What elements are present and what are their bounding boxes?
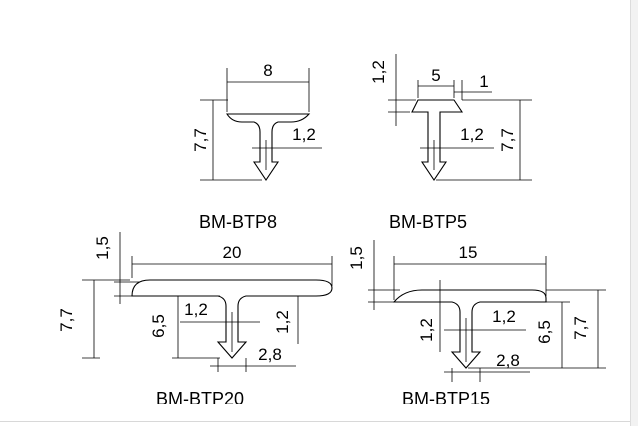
btp5-stem-label: 1,2 xyxy=(460,125,484,144)
btp8-stem-label: 1,2 xyxy=(292,125,316,144)
btp5-width-label: 5 xyxy=(431,66,440,85)
btp5-outline xyxy=(411,99,464,181)
profile-btp20: 20 1,5 7,7 6,5 1,2 1,2 2,8 BM-BTP20 xyxy=(57,232,333,409)
btp5-lip-label: 1 xyxy=(479,72,488,91)
btp15-foot-label: 2,8 xyxy=(496,351,520,370)
btp5-head-label: 1,2 xyxy=(369,60,388,84)
btp15-stem-height-label: 6,5 xyxy=(535,320,554,344)
btp15-left-label: 1,2 xyxy=(417,318,436,342)
btp20-stem-label: 1,2 xyxy=(184,300,208,319)
profile-btp5: 5 1 1,2 7,7 1,2 BM-BTP5 xyxy=(369,54,532,232)
btp15-height-label: 7,7 xyxy=(571,316,590,340)
btp20-outline xyxy=(131,279,333,359)
btp15-width-label: 15 xyxy=(459,243,478,262)
btp5-height-label: 7,7 xyxy=(498,128,517,152)
btp20-foot-label: 2,8 xyxy=(258,345,282,364)
bottom-divider xyxy=(0,421,638,422)
btp20-width-label: 20 xyxy=(223,243,242,262)
btp15-stem-label: 1,2 xyxy=(492,307,516,326)
btp5-caption: BM-BTP5 xyxy=(389,212,467,232)
btp8-height-label: 7,7 xyxy=(191,128,210,152)
profile-btp15: 15 1,5 1,2 1,2 6,5 7,7 2,8 BM-BTP15 xyxy=(347,240,606,409)
btp8-width-label: 8 xyxy=(263,61,272,80)
btp15-head-label: 1,5 xyxy=(347,246,366,270)
btp20-right-label: 1,2 xyxy=(273,310,292,334)
btp20-stem-height-label: 6,5 xyxy=(149,314,168,338)
btp8-caption: BM-BTP8 xyxy=(199,212,277,232)
scrollbar-edge[interactable] xyxy=(630,0,638,426)
btp8-outline xyxy=(226,113,311,181)
bottom-crop-strip xyxy=(0,404,638,426)
btp20-height-label: 7,7 xyxy=(57,308,76,332)
profile-btp8: 8 7,7 1,2 BM-BTP8 xyxy=(191,61,322,232)
btp15-outline xyxy=(392,289,547,369)
btp20-head-label: 1,5 xyxy=(93,236,112,260)
